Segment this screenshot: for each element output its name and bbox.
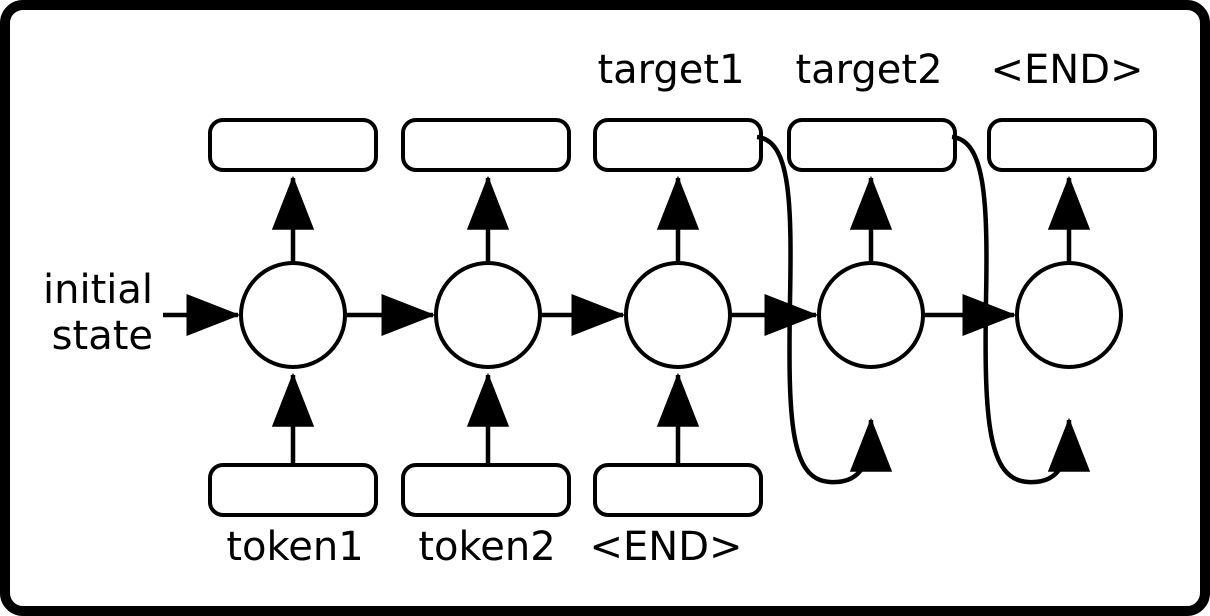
feedback-curve-target1-to-cell4 [756,134,893,485]
input-label-1: token1 [226,524,363,570]
rnn-cell-1[interactable] [239,261,347,369]
output-box-4[interactable] [787,118,957,172]
output-box-5[interactable] [987,118,1157,172]
input-box-2[interactable] [401,463,571,517]
output-box-3[interactable] [593,118,763,172]
input-box-1[interactable] [208,463,378,517]
rnn-cell-4[interactable] [817,261,925,369]
output-label-3: target1 [597,47,744,93]
output-box-2[interactable] [401,118,571,172]
input-label-3: <END> [589,524,742,570]
rnn-cell-2[interactable] [434,261,542,369]
input-box-3[interactable] [593,463,763,517]
feedback-curve-target2-to-cell5 [951,134,1091,485]
input-label-2: token2 [418,524,555,570]
rnn-cell-5[interactable] [1015,261,1123,369]
output-box-1[interactable] [208,118,378,172]
initial-state-label-line2: state [52,313,153,359]
initial-state-label-line1: initial [43,267,153,313]
rnn-cell-3[interactable] [624,261,732,369]
output-label-4: target2 [795,47,942,93]
output-label-5: <END> [990,47,1143,93]
